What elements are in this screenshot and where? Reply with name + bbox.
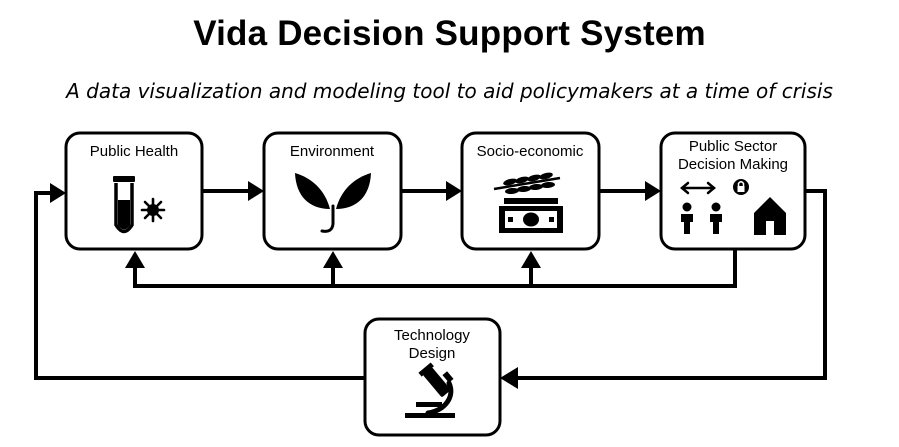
node-label: Socio-economic [477, 143, 584, 160]
diagram-title: Vida Decision Support System [193, 14, 706, 53]
node-public-sector: Public Sector Decision Making [659, 131, 807, 251]
node-label-line1: Technology [394, 327, 470, 344]
node-label: Environment [290, 143, 375, 160]
edge-technology-to-public-health [34, 183, 365, 380]
edge-public-health-to-environment [202, 181, 264, 201]
diagram-subtitle: A data visualization and modeling tool t… [66, 79, 833, 103]
node-socio-economic: Socio-economic [460, 131, 601, 251]
node-public-health: Public Health [64, 131, 204, 251]
node-label-line2: Decision Making [678, 156, 788, 173]
sprout-icon [295, 173, 371, 233]
edge-public-sector-feedback-bus [125, 250, 737, 288]
wheat-and-money-icon [493, 172, 563, 233]
node-label: Public Health [90, 143, 178, 160]
node-label-line1: Public Sector [689, 138, 777, 155]
test-tube-virus-icon [113, 176, 166, 234]
microscope-icon [405, 362, 455, 418]
node-technology-design: Technology Design [363, 317, 502, 437]
node-label-line2: Design [409, 345, 456, 362]
node-environment: Environment [262, 131, 403, 251]
connectors [34, 181, 827, 389]
edge-environment-to-socio-economic [401, 181, 462, 201]
people-exchange-lock-house-icon [680, 179, 786, 235]
edge-socio-economic-to-public-sector [599, 181, 661, 201]
edge-public-sector-to-technology [500, 189, 827, 389]
